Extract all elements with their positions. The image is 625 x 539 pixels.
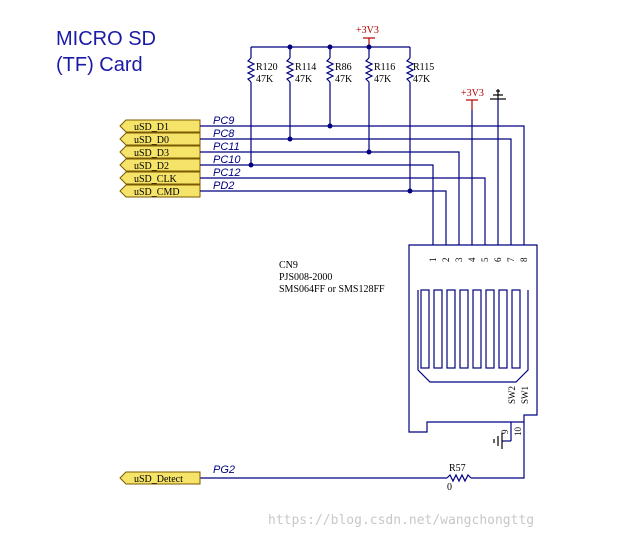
connector-part: PJS008-2000 (279, 272, 332, 283)
junction (366, 149, 372, 155)
vcc-right-symbol: +3V3 (461, 88, 484, 110)
pin-number: 8 (519, 257, 529, 262)
port-usd-clk: uSD_CLK (119, 171, 201, 185)
net-label: PC11 (213, 141, 240, 153)
port-usd-detect: uSD_Detect (119, 471, 201, 485)
title-line-2: (TF) Card (56, 54, 143, 76)
vcc-top-symbol: +3V3 (356, 25, 379, 47)
ground-symbol-top (490, 89, 506, 110)
resistor-r114: R114 47K (285, 47, 316, 139)
wire-cmd (200, 190, 447, 245)
pin-number: 7 (506, 257, 516, 262)
connector-ref: CN9 (279, 260, 298, 271)
svg-text:uSD_D0: uSD_D0 (134, 135, 169, 146)
resistor-ref: R116 (374, 62, 395, 73)
resistor-value: 47K (256, 74, 274, 85)
title-line-1: MICRO SD (56, 28, 156, 50)
pin10-label: 10 (513, 427, 523, 437)
net-label: PC8 (213, 128, 235, 140)
svg-text:uSD_CLK: uSD_CLK (134, 174, 178, 185)
pin-number: 4 (467, 257, 477, 262)
pin-number: 2 (441, 258, 451, 263)
net-label: PC10 (213, 154, 241, 166)
ground-symbol-bottom (493, 433, 511, 449)
resistor-r116: R116 47K (364, 47, 395, 152)
resistor-value: 0 (447, 482, 452, 493)
resistor-r120: R120 47K (246, 47, 278, 165)
port-usd-d3: uSD_D3 (119, 145, 201, 159)
vcc-top-label: +3V3 (356, 25, 379, 36)
svg-text:uSD_CMD: uSD_CMD (134, 187, 180, 198)
connector-cn9 (408, 244, 538, 433)
junction (407, 188, 413, 194)
port-usd-d0: uSD_D0 (119, 132, 201, 146)
pin-number: 1 (428, 258, 438, 263)
resistor-ref: R86 (335, 62, 352, 73)
sw1-label: SW1 (520, 386, 530, 404)
resistor-ref: R57 (449, 463, 466, 474)
connector-desc: SMS064FF or SMS128FF (279, 284, 385, 295)
pin-number: 6 (493, 257, 503, 262)
resistor-value: 47K (413, 74, 431, 85)
vcc-right-label: +3V3 (461, 88, 484, 99)
svg-text:uSD_D3: uSD_D3 (134, 148, 169, 159)
port-usd-d1: uSD_D1 (119, 119, 201, 133)
junction (248, 162, 254, 168)
port-usd-cmd: uSD_CMD (119, 184, 201, 198)
resistor-ref: R115 (413, 62, 434, 73)
pin9-label: 9 (500, 429, 510, 434)
resistor-value: 47K (335, 74, 353, 85)
net-label: PD2 (213, 180, 234, 192)
svg-text:uSD_Detect: uSD_Detect (134, 474, 183, 485)
resistor-r57: R57 0 (446, 463, 472, 493)
pin-number: 5 (480, 257, 490, 262)
svg-text:uSD_D2: uSD_D2 (134, 161, 169, 172)
resistor-ref: R114 (295, 62, 316, 73)
sw2-label: SW2 (507, 386, 517, 404)
resistor-value: 47K (374, 74, 392, 85)
net-label: PC9 (213, 115, 234, 127)
wire-d0 (200, 138, 512, 245)
junction (327, 123, 333, 129)
net-label: PC12 (213, 167, 241, 179)
svg-text:uSD_D1: uSD_D1 (134, 122, 169, 133)
net-label: PG2 (213, 464, 235, 476)
resistor-r86: R86 47K (325, 47, 353, 126)
junction (287, 136, 293, 142)
wire-d3 (200, 151, 460, 245)
resistor-r115: R115 47K (405, 47, 434, 191)
port-usd-d2: uSD_D2 (119, 158, 201, 172)
wire-clk (200, 177, 486, 245)
watermark: https://blog.csdn.net/wangchongttg (268, 513, 534, 528)
resistor-ref: R120 (256, 62, 278, 73)
pin-number: 3 (454, 257, 464, 262)
wire-d2 (200, 164, 434, 245)
resistor-value: 47K (295, 74, 313, 85)
wire-d1 (200, 125, 525, 245)
wire-detect-right (471, 441, 525, 479)
